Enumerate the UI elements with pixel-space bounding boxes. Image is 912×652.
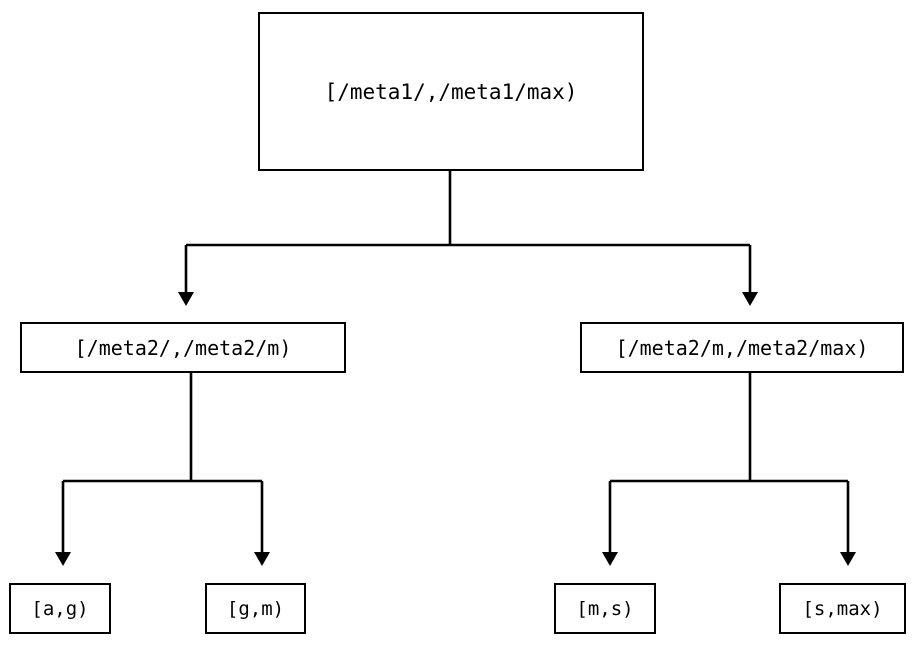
node-level2-left[interactable]: [/meta2/,/meta2/m) <box>20 322 346 373</box>
node-leaf-1[interactable]: [g,m) <box>205 583 306 634</box>
arrowhead-leaf-3 <box>840 552 856 566</box>
node-leaf-3[interactable]: [s,max) <box>779 583 906 634</box>
arrowhead-leaf-2 <box>602 552 618 566</box>
node-root[interactable]: [/meta1/,/meta1/max) <box>258 12 644 171</box>
node-leaf-2[interactable]: [m,s) <box>554 583 656 634</box>
arrowhead-mid-left <box>178 292 194 306</box>
node-level2-right[interactable]: [/meta2/m,/meta2/max) <box>580 322 904 373</box>
arrowhead-leaf-0 <box>55 552 71 566</box>
node-leaf-0[interactable]: [a,g) <box>9 583 111 634</box>
arrowhead-mid-right <box>742 292 758 306</box>
arrowhead-leaf-1 <box>254 552 270 566</box>
